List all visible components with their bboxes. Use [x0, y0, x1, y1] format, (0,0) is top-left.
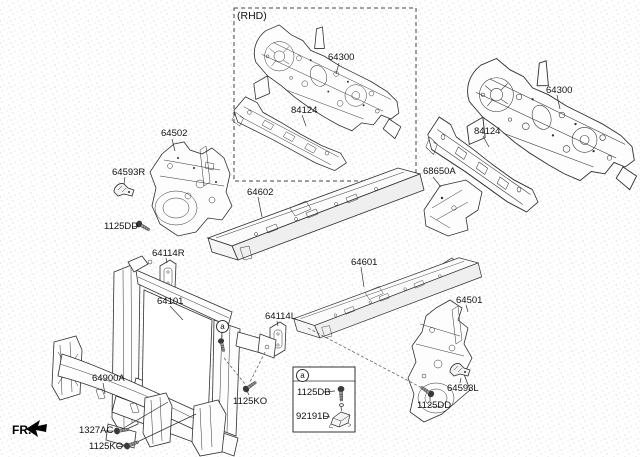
- heat-protector-68650A: [423, 179, 483, 237]
- rhd-variant-box: [233, 7, 417, 182]
- marker-a-circle: a: [216, 320, 229, 333]
- fr-direction-arrow: [26, 420, 47, 437]
- callout-rhd-64300[interactable]: 64300: [328, 52, 355, 63]
- callout-64114L[interactable]: 64114L: [265, 311, 296, 322]
- legend-box: [292, 366, 356, 433]
- callout-64593L[interactable]: 64593L: [447, 383, 479, 394]
- rhd-box-label: (RHD): [237, 10, 267, 22]
- callout-1327AC[interactable]: 1327AC: [79, 425, 114, 436]
- fender-apron-panel-64501: [407, 299, 473, 423]
- callout-64114R[interactable]: 64114R: [152, 248, 185, 259]
- legend-bracket-icon: [328, 403, 352, 429]
- callout-64502[interactable]: 64502: [161, 128, 188, 139]
- leader-lines: [102, 62, 561, 448]
- callout-1125KO-center[interactable]: 1125KO: [233, 396, 268, 407]
- callout-1125KO-bottom[interactable]: 1125KO: [89, 441, 124, 452]
- bumper-beam-64900A: [51, 335, 227, 457]
- callout-68650A[interactable]: 68650A: [423, 166, 456, 177]
- callout-84124[interactable]: 84124: [474, 126, 501, 137]
- fender-apron-panel-64502: [149, 141, 233, 237]
- callout-64300[interactable]: 64300: [546, 85, 573, 96]
- callout-64101[interactable]: 64101: [157, 296, 184, 307]
- callout-64900A[interactable]: 64900A: [92, 373, 125, 384]
- callout-64601[interactable]: 64601: [351, 257, 378, 268]
- callout-1125DD-right[interactable]: 1125DD: [417, 400, 452, 411]
- callout-64501[interactable]: 64501: [456, 295, 483, 306]
- fr-label: FR.: [12, 423, 32, 437]
- callout-64602[interactable]: 64602: [247, 187, 274, 198]
- callout-1125DD-left[interactable]: 1125DD: [104, 221, 139, 232]
- alignment-dashed-lines: [223, 327, 425, 390]
- legend-item-92191D[interactable]: 92191D: [296, 411, 330, 422]
- callout-rhd-84124[interactable]: 84124: [291, 105, 318, 116]
- legend-item-1125DB[interactable]: 1125DB: [297, 387, 331, 398]
- legend-marker-a-circle: a: [296, 369, 309, 382]
- callout-64593R[interactable]: 64593R: [112, 167, 146, 178]
